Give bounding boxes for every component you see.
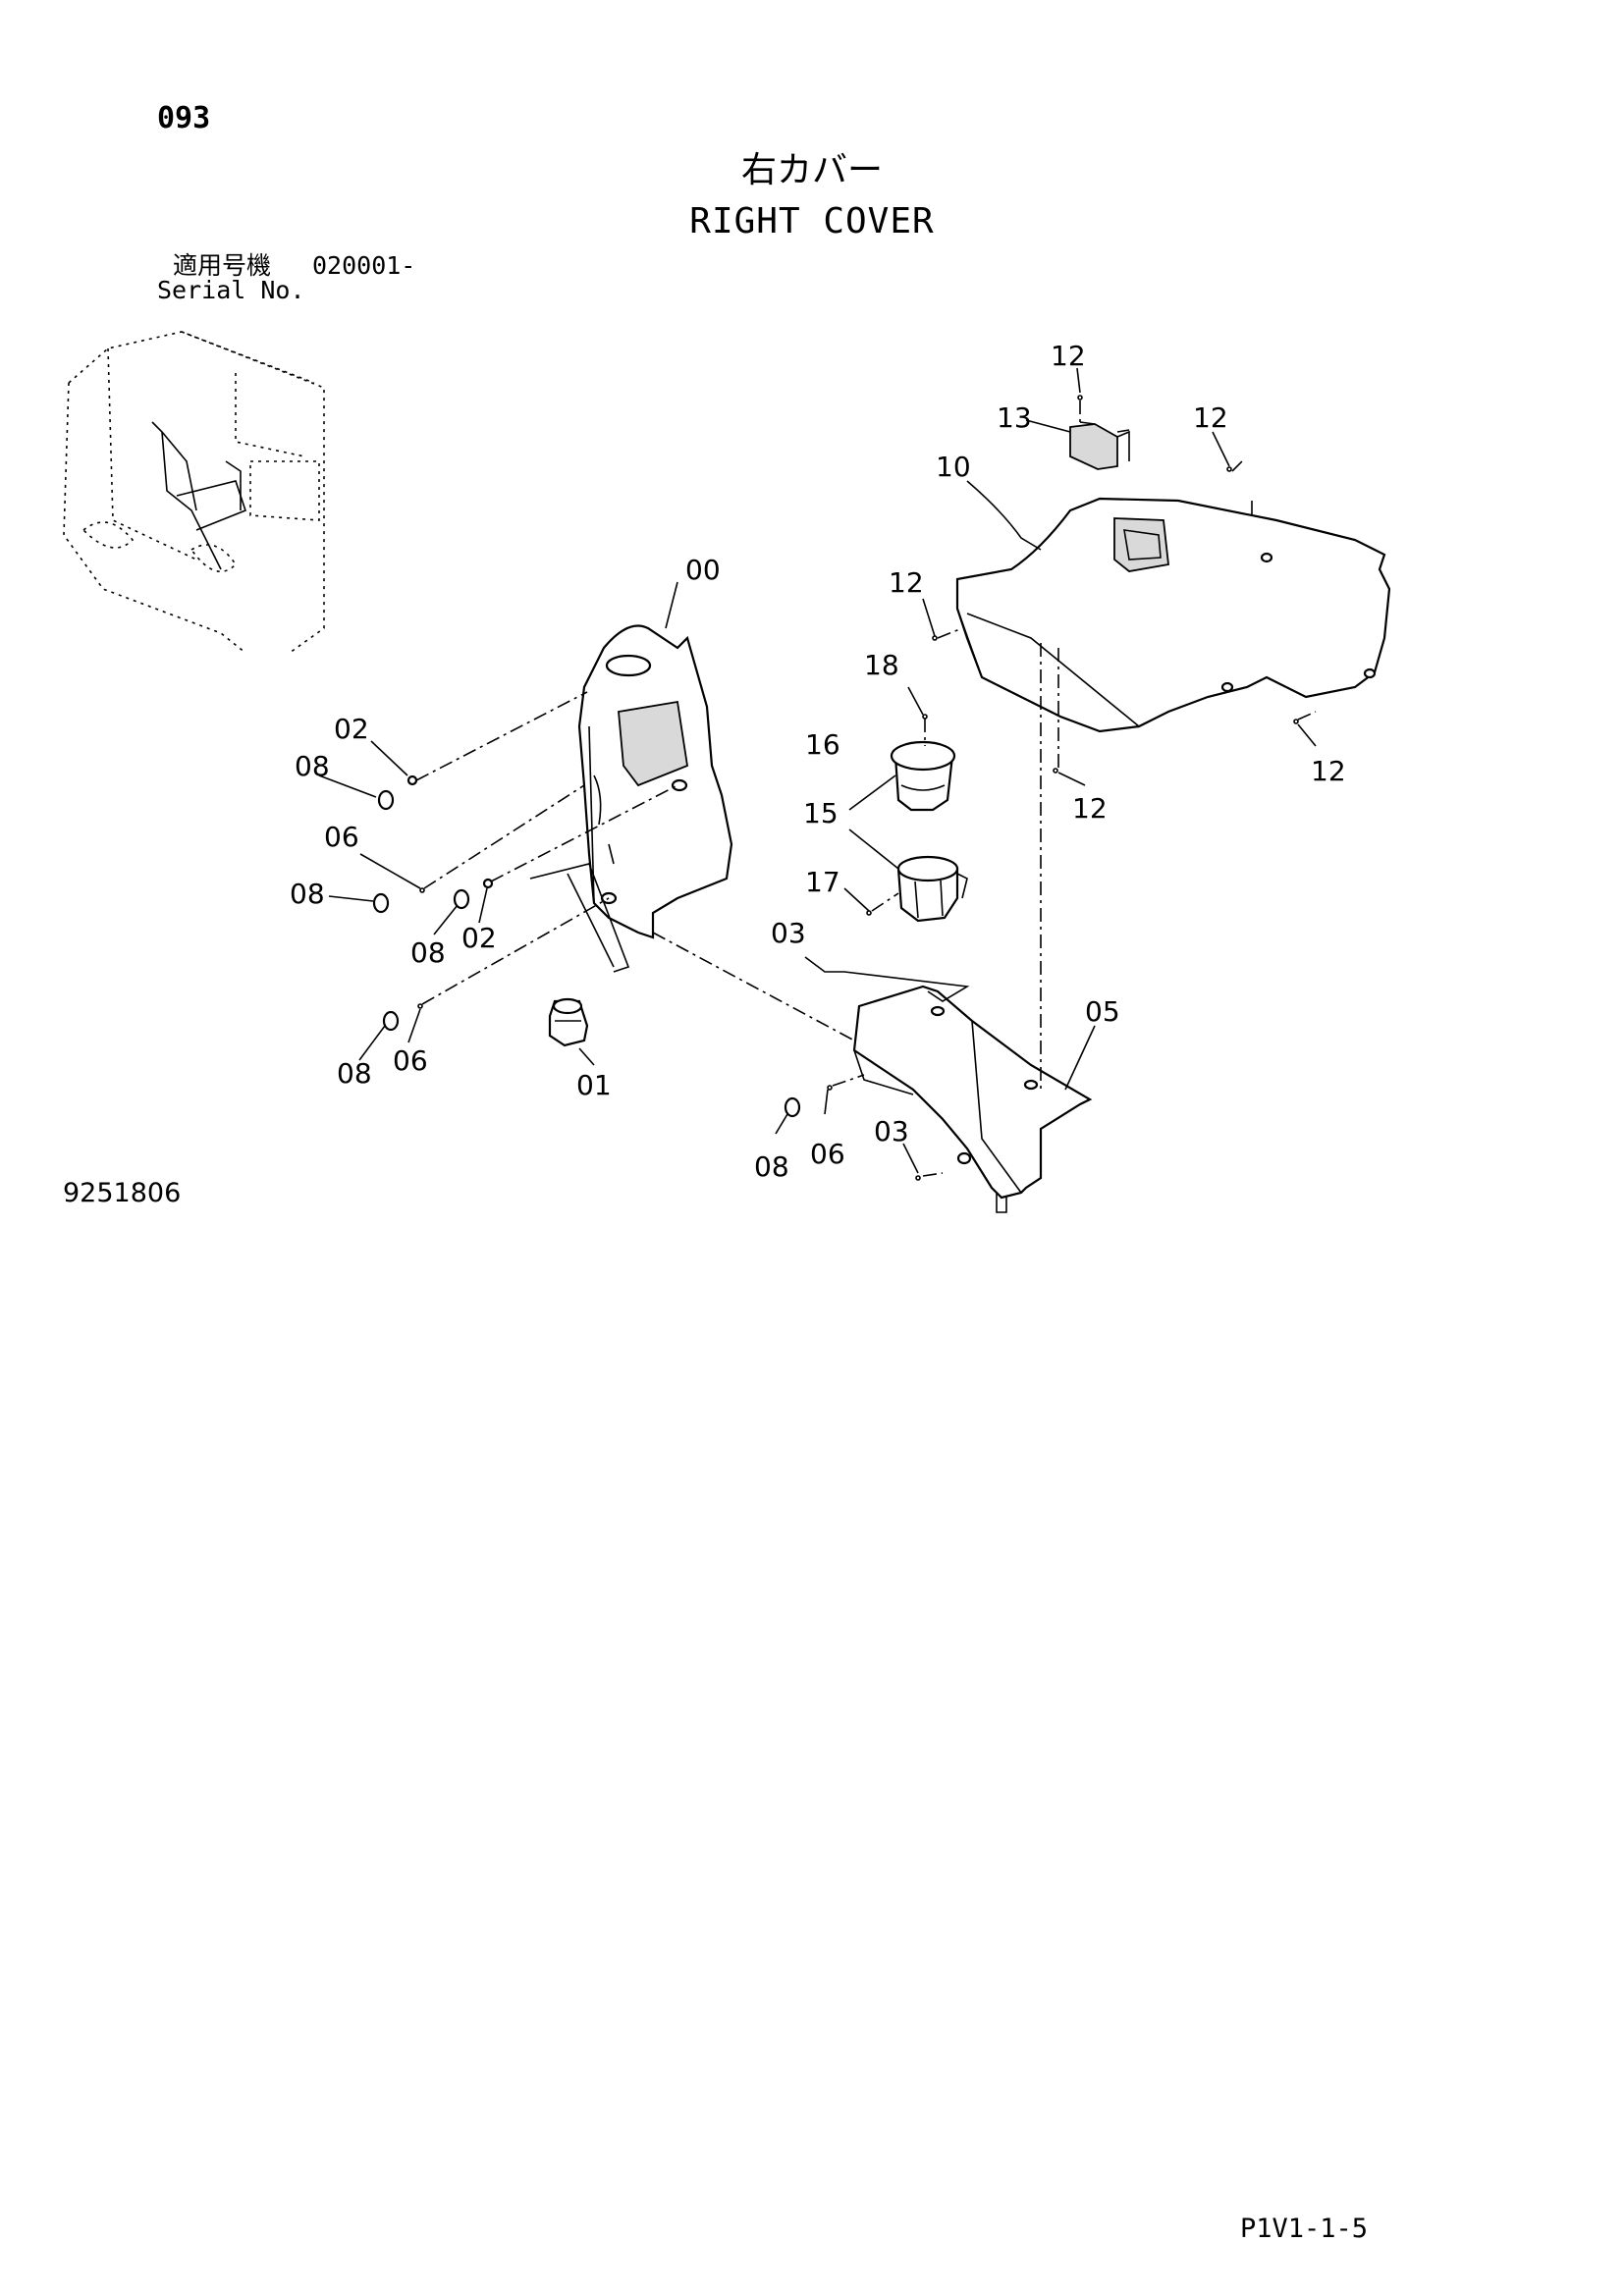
part-01-grommet bbox=[548, 997, 589, 1047]
part-00-front-panel bbox=[577, 624, 733, 939]
leader-lines bbox=[318, 367, 1317, 1174]
callout-08: 08 bbox=[754, 1150, 789, 1183]
screw-17 bbox=[866, 910, 872, 916]
callout-08: 08 bbox=[337, 1057, 372, 1090]
callout-13: 13 bbox=[997, 401, 1032, 434]
title-japanese: 右カバー bbox=[740, 150, 883, 190]
screw-06-2 bbox=[417, 1003, 423, 1009]
callout-06: 06 bbox=[393, 1044, 428, 1077]
cap-08-5 bbox=[784, 1096, 801, 1118]
cap-08-1 bbox=[377, 789, 395, 811]
assembly-lines bbox=[415, 400, 1317, 1177]
callout-03: 03 bbox=[874, 1115, 909, 1148]
part-05-lower-cover bbox=[852, 985, 1093, 1213]
serial-range: 020001- bbox=[312, 251, 416, 280]
serial-label-japanese: 適用号機 bbox=[173, 251, 272, 280]
callout-00: 00 bbox=[685, 554, 721, 586]
page-number: 093 bbox=[157, 101, 211, 135]
part-15-cup-holder-2 bbox=[896, 855, 968, 923]
callout-10: 10 bbox=[936, 451, 971, 483]
cap-08-2 bbox=[372, 892, 390, 914]
callout-03: 03 bbox=[771, 917, 806, 949]
callout-08: 08 bbox=[290, 878, 325, 910]
callout-12: 12 bbox=[1311, 755, 1346, 787]
screw-03-b bbox=[915, 1175, 921, 1181]
screw-02-2 bbox=[482, 878, 494, 889]
callout-15: 15 bbox=[803, 797, 839, 829]
callout-labels: 00 01 02 02 03 03 05 06 06 06 08 08 08 0… bbox=[290, 340, 1346, 1183]
cab-location-thumbnail bbox=[63, 331, 325, 654]
screw-06-3 bbox=[827, 1085, 833, 1091]
callout-06: 06 bbox=[810, 1138, 845, 1170]
title-english: RIGHT COVER bbox=[689, 201, 935, 241]
screw-18 bbox=[922, 714, 928, 720]
callout-08: 08 bbox=[295, 750, 330, 782]
callout-12: 12 bbox=[889, 566, 924, 599]
callout-16: 16 bbox=[805, 728, 840, 761]
callout-12: 12 bbox=[1051, 340, 1086, 372]
callout-08: 08 bbox=[410, 936, 446, 969]
callout-06: 06 bbox=[324, 821, 359, 853]
screw-06-1 bbox=[419, 887, 425, 893]
callout-17: 17 bbox=[805, 866, 840, 898]
figure-number: 9251806 bbox=[63, 1178, 182, 1208]
callout-12: 12 bbox=[1193, 401, 1228, 434]
callout-18: 18 bbox=[864, 649, 899, 681]
callout-02: 02 bbox=[334, 713, 369, 745]
callout-02: 02 bbox=[461, 922, 497, 954]
part-10-upper-cover bbox=[955, 497, 1391, 733]
callout-12: 12 bbox=[1072, 792, 1108, 825]
cap-08-4 bbox=[382, 1010, 400, 1032]
serial-label-english: Serial No. bbox=[157, 276, 305, 304]
screw-12-4 bbox=[1053, 768, 1058, 774]
fasteners bbox=[372, 395, 1299, 1181]
screw-02-1 bbox=[406, 774, 418, 786]
screw-12-2 bbox=[1226, 466, 1232, 472]
callout-05: 05 bbox=[1085, 995, 1120, 1028]
callout-01: 01 bbox=[576, 1069, 612, 1101]
cap-08-3 bbox=[453, 888, 470, 910]
screw-12-3 bbox=[932, 635, 938, 641]
screw-12-1 bbox=[1077, 395, 1083, 400]
screw-12-5 bbox=[1293, 719, 1299, 724]
page-code: P1V1-1-5 bbox=[1240, 2214, 1369, 2244]
part-16-cup-holder bbox=[890, 740, 956, 812]
